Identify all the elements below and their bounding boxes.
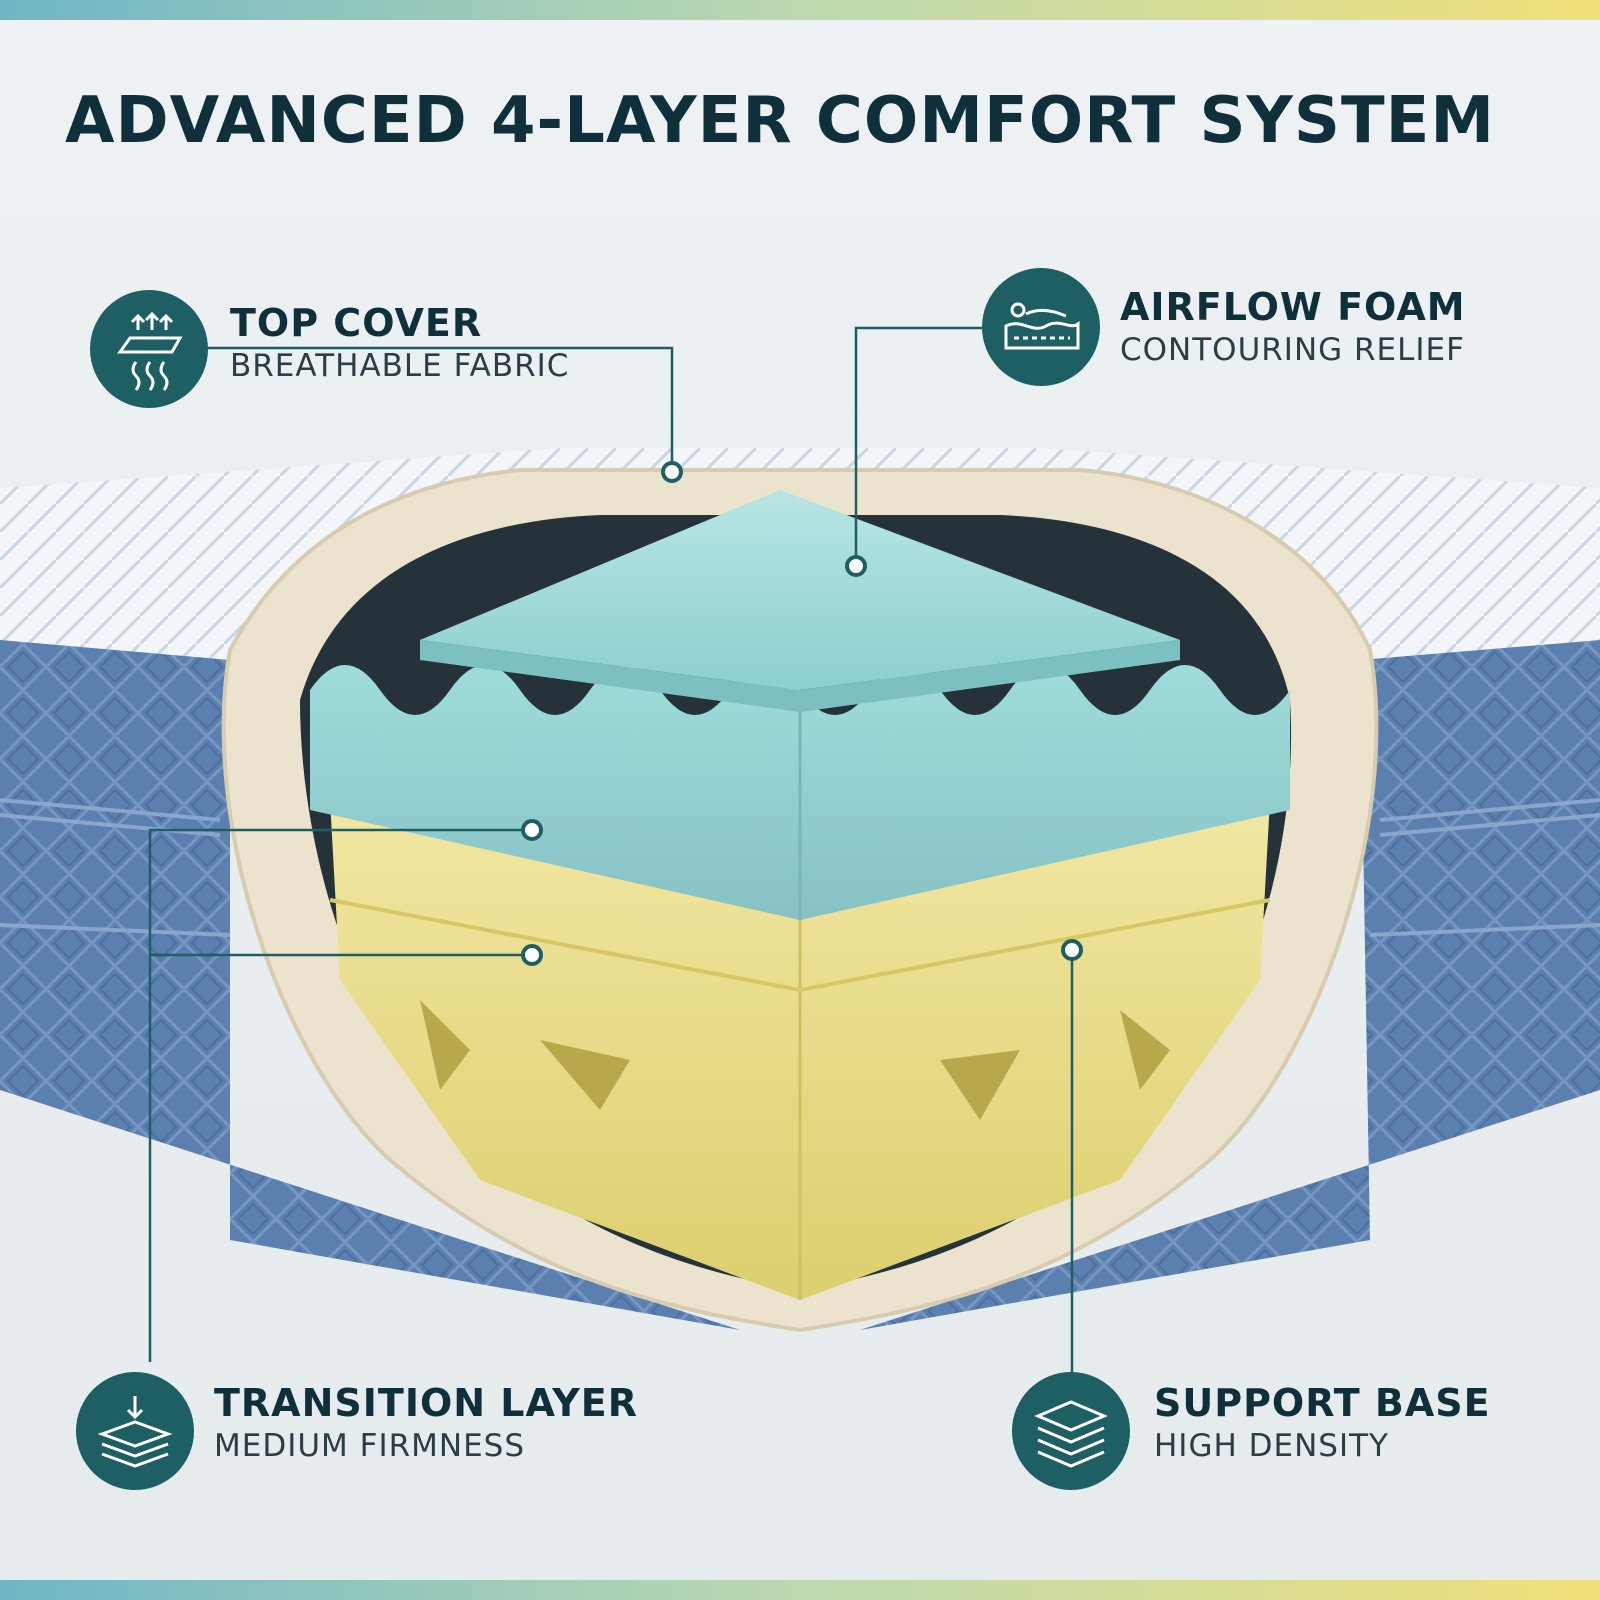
callout-heading: TOP COVER xyxy=(230,301,483,345)
layer-press-icon xyxy=(76,1372,194,1490)
callout-support-base: SUPPORT BASE HIGH DENSITY xyxy=(1154,1380,1491,1466)
sleeper-contour-icon xyxy=(982,268,1100,386)
callout-airflow-foam: AIRFLOW FOAM CONTOURING RELIEF xyxy=(1120,284,1466,370)
callout-heading: TRANSITION LAYER xyxy=(214,1381,639,1425)
top-cover-marker xyxy=(661,461,683,483)
callout-transition-layer: TRANSITION LAYER MEDIUM FIRMNESS xyxy=(214,1380,638,1466)
transition-layer-marker xyxy=(521,819,543,841)
page-title: ADVANCED 4-LAYER COMFORT SYSTEM xyxy=(64,84,1496,158)
top-gradient-band xyxy=(0,0,1600,20)
callout-heading: SUPPORT BASE xyxy=(1154,1381,1491,1425)
airflow-foam-marker xyxy=(845,555,867,577)
support-base-marker xyxy=(1061,939,1083,961)
breathable-fabric-icon xyxy=(90,290,208,408)
callout-subheading: BREATHABLE FABRIC xyxy=(230,348,570,384)
callout-subheading: MEDIUM FIRMNESS xyxy=(214,1428,526,1464)
stacked-layers-icon xyxy=(1012,1372,1130,1490)
left-quilted-side xyxy=(0,640,740,1330)
callout-subheading: HIGH DENSITY xyxy=(1154,1428,1389,1464)
transition-layer-marker-2 xyxy=(521,944,543,966)
top-comfort-slab xyxy=(420,490,1180,690)
callout-heading: AIRFLOW FOAM xyxy=(1120,285,1466,329)
callout-top-cover: TOP COVER BREATHABLE FABRIC xyxy=(230,300,569,386)
right-quilted-side xyxy=(860,640,1600,1330)
bottom-gradient-band xyxy=(0,1580,1600,1600)
callout-subheading: CONTOURING RELIEF xyxy=(1120,332,1465,368)
